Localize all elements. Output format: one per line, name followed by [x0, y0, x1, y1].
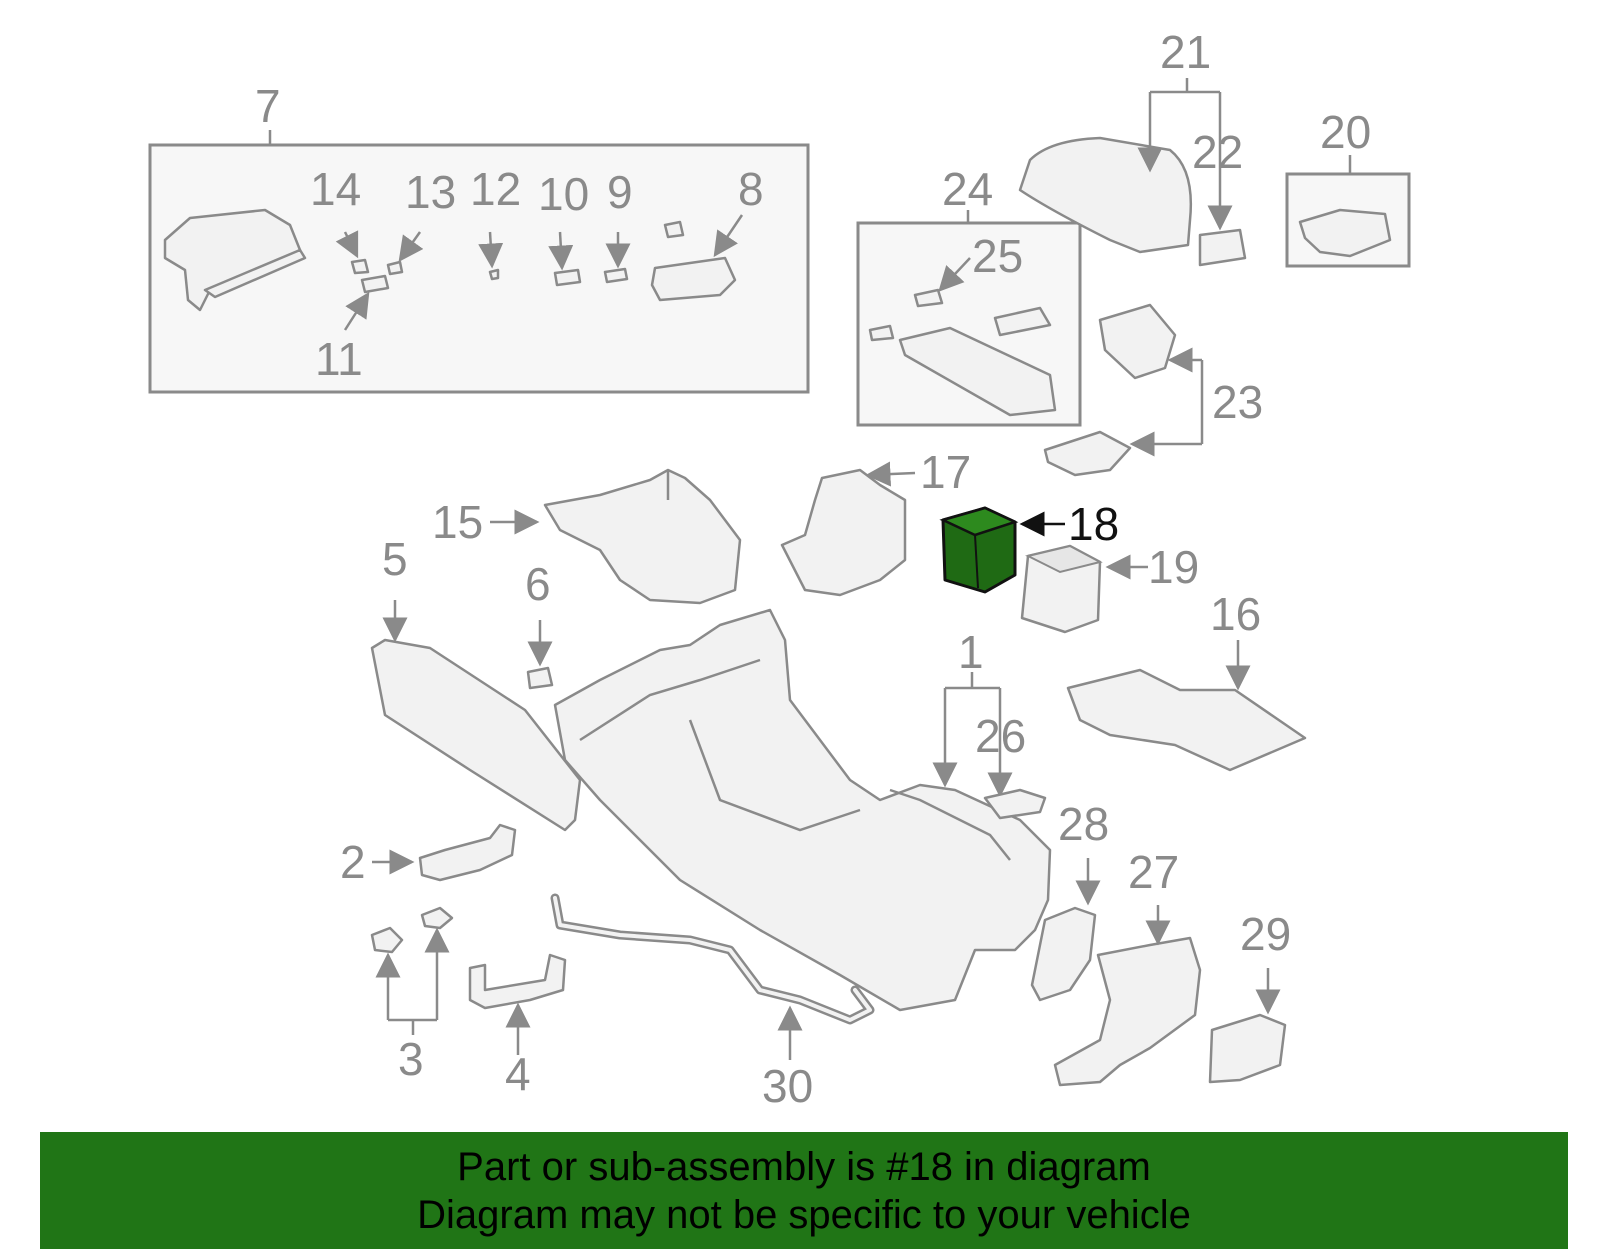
- callout-24: 24: [942, 163, 993, 215]
- part-11: [360, 274, 390, 294]
- part-26: [983, 788, 1047, 820]
- part-15: [543, 468, 742, 605]
- part-6: [526, 666, 554, 690]
- callout-18: 18: [1068, 498, 1119, 550]
- callout-10: 10: [538, 168, 589, 220]
- part-24-tray: [898, 326, 1057, 417]
- callout-29: 29: [1240, 908, 1291, 960]
- callout-19: 19: [1148, 541, 1199, 593]
- part-2: [418, 823, 517, 882]
- part-13: [386, 260, 404, 276]
- callout-14: 14: [310, 163, 361, 215]
- callout-27: 27: [1128, 846, 1179, 898]
- callout-25: 25: [972, 230, 1023, 282]
- part-23-lower: [1043, 430, 1132, 477]
- callout-8: 8: [738, 163, 764, 215]
- callout-15: 15: [432, 496, 483, 548]
- part-25: [913, 288, 944, 308]
- callout-26: 26: [975, 710, 1026, 762]
- part-14: [350, 258, 370, 275]
- info-banner: Part or sub-assembly is #18 in diagram D…: [40, 1132, 1568, 1249]
- part-20: [1298, 208, 1392, 258]
- part-3b: [420, 906, 454, 930]
- part-28: [1030, 906, 1097, 1002]
- part-3a: [370, 926, 404, 954]
- callout-17: 17: [920, 446, 971, 498]
- part-27: [1053, 936, 1202, 1087]
- callout-7: 7: [255, 80, 281, 132]
- part-9: [603, 267, 629, 284]
- part-10: [553, 268, 582, 287]
- callout-30: 30: [762, 1060, 813, 1112]
- part-5: [370, 638, 582, 832]
- part-1-console: [553, 608, 1052, 1012]
- part-4: [468, 953, 567, 1010]
- callout-3: 3: [398, 1033, 424, 1085]
- banner-line-1: Part or sub-assembly is #18 in diagram: [457, 1144, 1151, 1189]
- part-12: [488, 268, 500, 281]
- part-29: [1208, 1013, 1287, 1084]
- callout-16: 16: [1210, 588, 1261, 640]
- callout-23: 23: [1212, 376, 1263, 428]
- callout-6: 6: [525, 558, 551, 610]
- callout-28: 28: [1058, 798, 1109, 850]
- callout-11: 11: [315, 333, 363, 385]
- part-23-upper: [1098, 303, 1177, 380]
- callout-9: 9: [607, 166, 633, 218]
- callout-4: 4: [505, 1048, 531, 1100]
- part-22: [1198, 228, 1247, 267]
- callout-2: 2: [340, 836, 366, 888]
- part-17: [780, 468, 907, 597]
- callout-13: 13: [405, 166, 456, 218]
- callout-5: 5: [382, 533, 408, 585]
- callout-1: 1: [958, 626, 984, 678]
- part-8: [650, 256, 737, 302]
- callout-21: 21: [1160, 26, 1211, 78]
- part-16: [1066, 668, 1307, 772]
- callout-22: 22: [1192, 126, 1243, 178]
- banner-line-2: Diagram may not be specific to your vehi…: [417, 1192, 1191, 1237]
- callout-20: 20: [1320, 106, 1371, 158]
- callout-12: 12: [470, 163, 521, 215]
